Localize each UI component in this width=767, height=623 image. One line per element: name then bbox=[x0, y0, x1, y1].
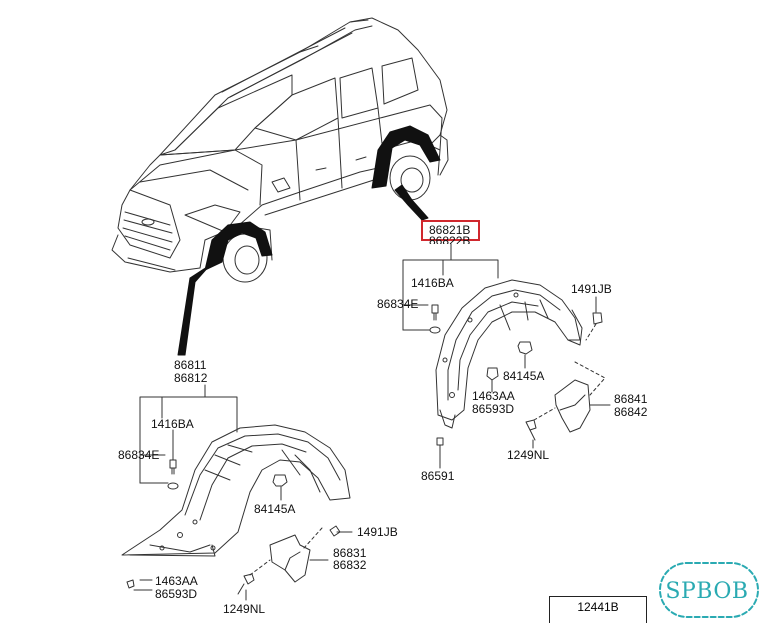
reference-box: 12441B bbox=[549, 596, 647, 623]
label-rear-screw-1: 1463AA bbox=[472, 389, 515, 403]
leader-lines bbox=[133, 243, 611, 601]
label-rear-screw-top: 1491JB bbox=[571, 282, 612, 296]
label-front-part-2: 86812 bbox=[174, 371, 208, 385]
label-front-part-1: 86811 bbox=[174, 358, 207, 372]
car-drawing bbox=[111, 17, 449, 283]
label-front-screw-1: 1463AA bbox=[155, 574, 198, 588]
watermark-logo: SPBOB bbox=[654, 560, 760, 620]
label-front-mudguard-1: 86831 bbox=[333, 546, 367, 560]
label-rear-screw-2: 86593D bbox=[472, 402, 515, 416]
label-front-bolt: 1249NL bbox=[223, 602, 266, 616]
label-front-screw-right: 1491JB bbox=[357, 525, 398, 539]
label-rear-part-2: 86822B bbox=[429, 234, 471, 248]
front-fender-highlight bbox=[177, 221, 273, 356]
label-rear-screw-bottom: 86591 bbox=[421, 469, 455, 483]
rear-fender-highlight bbox=[371, 125, 441, 221]
label-rear-part-1: 86821B bbox=[429, 223, 471, 237]
label-rear-mudguard-2: 86842 bbox=[614, 405, 648, 419]
label-rear-nut: 84145A bbox=[503, 369, 545, 383]
logo-ring bbox=[659, 562, 759, 618]
highlight-box bbox=[421, 220, 480, 241]
rear-liner-drawing bbox=[435, 279, 583, 429]
label-rear-washer: 86834E bbox=[377, 297, 419, 311]
logo-text: SPBOB bbox=[665, 579, 749, 604]
label-front-nut: 84145A bbox=[254, 502, 296, 516]
label-front-mudguard-2: 86832 bbox=[333, 558, 367, 572]
label-rear-mudguard-1: 86841 bbox=[614, 392, 648, 406]
rear-small-parts bbox=[429, 304, 603, 463]
label-rear-clip: 1416BA bbox=[411, 276, 454, 290]
label-front-clip: 1416BA bbox=[151, 417, 194, 431]
label-front-washer: 86834E bbox=[118, 448, 160, 462]
front-liner-drawing bbox=[121, 424, 351, 557]
label-rear-bolt: 1249NL bbox=[507, 448, 550, 462]
label-front-screw-2: 86593D bbox=[155, 587, 198, 601]
